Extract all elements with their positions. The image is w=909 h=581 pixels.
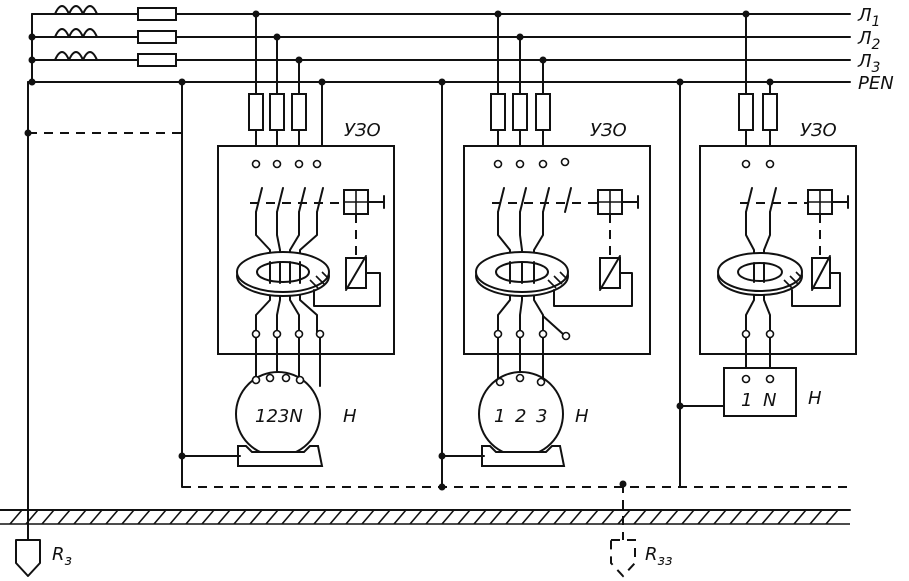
motor-1-terminals: 123N: [255, 406, 303, 427]
motor-2-terminal-2: 2: [515, 406, 526, 427]
fuse-icon: [738, 93, 754, 131]
device-3: [676, 10, 857, 488]
current-transformer-toroid-icon: [475, 251, 569, 297]
rcd-label-1: УЗО: [344, 120, 381, 141]
single-phase-load-box: [723, 367, 797, 417]
motor-icon: [235, 371, 324, 467]
repeat-ground-label: Rзз: [645, 544, 672, 569]
repeat-ground-electrode-icon: [610, 484, 636, 578]
trip-latch-icon: [597, 189, 639, 215]
label-l1: Л1: [857, 5, 880, 30]
rcd-label-2: УЗО: [590, 120, 627, 141]
current-transformer-toroid-icon: [717, 252, 803, 296]
load-label-3: Н: [808, 388, 822, 409]
busbars: [27, 13, 851, 83]
motor-2-terminal-1: 1: [494, 406, 505, 427]
label-pen: PEN: [858, 73, 894, 94]
load-label-2: Н: [575, 406, 589, 427]
load-label-1: Н: [343, 406, 357, 427]
ground-surface: [0, 509, 851, 525]
label-l2: Л2: [857, 28, 881, 53]
load-3-terminal-n: N: [763, 390, 776, 411]
fuse-icon: [535, 93, 551, 131]
rcd-enclosure: [463, 145, 651, 355]
fuse-icon: [248, 93, 264, 131]
device-1: [178, 10, 395, 488]
label-l3: Л3: [857, 51, 880, 76]
device-2: [438, 10, 651, 488]
fuse-icon: [512, 93, 528, 131]
rcd-label-3: УЗО: [800, 120, 837, 141]
fuse-icon: [269, 93, 285, 131]
rcd-enclosure: [217, 145, 395, 355]
motor-2-terminal-3: 3: [536, 406, 547, 427]
fuse-icon: [490, 93, 506, 131]
rcd-enclosure: [699, 145, 857, 355]
line-labels: Л1 Л2 Л3 PEN: [857, 5, 894, 94]
transformer-coils-icon: [28, 5, 177, 86]
motor-icon: [478, 371, 566, 467]
fuse-icon: [762, 93, 778, 131]
fuse-icon: [291, 93, 307, 131]
device-labels: УЗО УЗО УЗО 123N Н 1 2 3 Н 1 N Н: [255, 120, 837, 427]
main-ground-label: Rз: [52, 544, 72, 569]
current-transformer-toroid-icon: [236, 251, 330, 297]
main-ground-electrode-icon: [15, 539, 41, 577]
ground-labels: Rз Rзз: [52, 544, 672, 569]
load-3-terminal-1: 1: [741, 390, 752, 411]
